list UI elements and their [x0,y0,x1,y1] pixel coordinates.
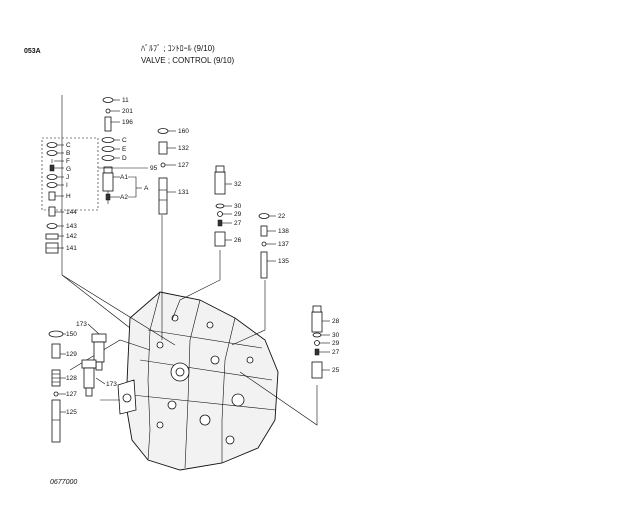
callout-ticks [54,99,330,413]
relief-valve-173-lower [81,359,97,397]
callout-131: 131 [178,189,189,196]
diagram-code: 053A [24,48,41,55]
callout-138: 138 [278,228,289,235]
callout-132: 132 [178,145,189,152]
callout-27-upper: 27 [234,220,242,227]
callout-G: G [66,166,71,173]
spool-assembly-125 [48,330,64,443]
spool-assembly-131 [157,128,169,215]
callout-27-lower: 27 [332,349,340,356]
callout-173-lower: 173 [106,381,117,388]
callout-30-lower: 30 [332,332,340,339]
callout-29-upper: 29 [234,211,242,218]
callout-26: 26 [234,237,242,244]
callout-32: 32 [234,181,242,188]
callout-142: 142 [66,233,77,240]
title-japanese: ﾊﾞﾙﾌﾞ ; ｺﾝﾄﾛｰﾙ (9/10) [141,44,215,53]
plug-assembly-26 [214,165,226,247]
callout-30-upper: 30 [234,203,242,210]
callout-C-right: C [122,137,127,144]
callout-J: J [66,174,69,181]
callout-B: B [66,150,70,157]
callout-127-lower: 127 [66,391,77,398]
callout-160: 160 [178,128,189,135]
callout-H: H [66,193,71,200]
callout-25: 25 [332,367,340,374]
callout-labels: 11 201 196 C B F G J I H 144 143 142 141… [66,97,340,416]
title-english: VALVE ; CONTROL (9/10) [141,56,235,65]
callout-29-lower: 29 [332,340,340,347]
callout-22: 22 [278,213,286,220]
callout-196: 196 [122,119,133,126]
callout-135: 135 [278,258,289,265]
callout-A1: A1 [120,174,128,181]
callout-127-upper: 127 [178,162,189,169]
callout-137: 137 [278,241,289,248]
callout-125: 125 [66,409,77,416]
plug-assembly-25 [311,305,323,379]
callout-95: 95 [150,165,158,172]
callout-11: 11 [122,97,129,104]
callout-173-upper: 173 [76,321,87,328]
stem-assembly-135 [258,213,270,279]
callout-143: 143 [66,223,77,230]
callout-I: I [66,182,68,189]
callout-A: A [144,185,149,192]
callout-F: F [66,158,70,165]
callout-D: D [122,155,127,162]
callout-28: 28 [332,318,340,325]
left-seal-column [45,142,59,254]
callout-141: 141 [66,245,77,252]
callout-E: E [122,146,127,153]
callout-201: 201 [122,108,133,115]
callout-C-left: C [66,142,71,149]
callout-129: 129 [66,351,77,358]
valve-body [117,291,279,471]
callout-144: 144 [66,209,77,216]
callout-128: 128 [66,375,77,382]
figure-number: 0677000 [50,479,78,486]
callout-A2: A2 [120,194,128,201]
callout-150: 150 [66,331,77,338]
spool-assembly-95 [101,97,115,204]
kit-group-box [41,137,99,211]
